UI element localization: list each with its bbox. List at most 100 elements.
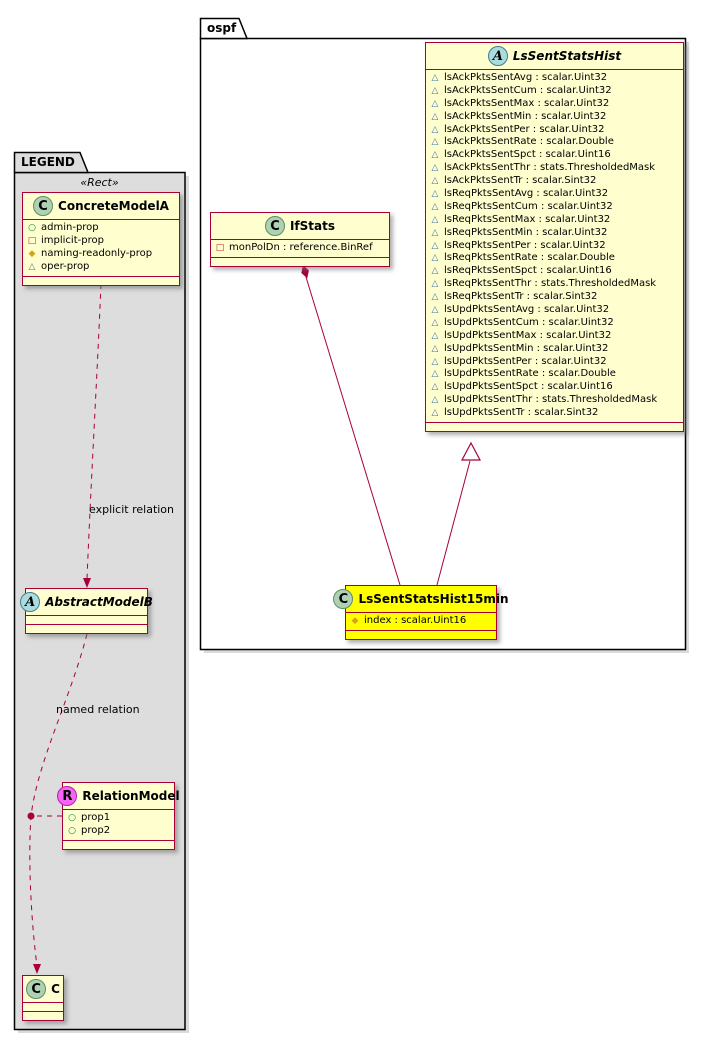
attribute-row: △ lsAckPktsSentThr : stats.ThresholdedMa… [430, 162, 679, 175]
methods-section [426, 422, 683, 431]
triangle-visibility-icon: △ [431, 227, 439, 238]
attribute-row: △ oper-prop [27, 261, 175, 274]
triangle-visibility-icon: △ [431, 305, 439, 316]
attribute-row: △ lsReqPktsSentAvg : scalar.Uint32 [430, 188, 679, 201]
attribute-row: △ lsUpdPktsSentAvg : scalar.Uint32 [430, 304, 679, 317]
diamond-visibility-icon: ◆ [28, 248, 36, 259]
class-c: C C [22, 975, 64, 1021]
attribute-text: lsUpdPktsSentAvg : scalar.Uint32 [444, 304, 610, 316]
attributes-section: △ lsAckPktsSentAvg : scalar.Uint32 △ lsA… [426, 69, 683, 422]
triangle-visibility-icon: △ [431, 163, 439, 174]
edge-composition [305, 276, 401, 586]
class-badge-icon: C [264, 216, 285, 236]
square-visibility-icon: □ [27, 235, 37, 246]
attribute-row: △ lsUpdPktsSentSpct : scalar.Uint16 [430, 381, 679, 394]
class-header: C LsSentStatsHist15min [333, 586, 509, 612]
attribute-text: lsReqPktsSentMax : scalar.Uint32 [444, 213, 611, 225]
attribute-text: lsAckPktsSentMax : scalar.Uint32 [444, 97, 610, 109]
attribute-text: lsUpdPktsSentPer : scalar.Uint32 [444, 355, 607, 367]
triangle-visibility-icon: △ [431, 137, 439, 148]
methods-section [211, 256, 389, 266]
class-name: AbstractModelB [45, 595, 153, 609]
triangle-visibility-icon: △ [431, 253, 439, 264]
triangle-visibility-icon: △ [431, 317, 439, 328]
attribute-text: lsUpdPktsSentThr : stats.ThresholdedMask [444, 394, 658, 406]
attribute-row: □ monPolDn : reference.BinRef [215, 242, 385, 255]
attributes-section [23, 1002, 63, 1011]
triangle-visibility-icon: △ [431, 292, 439, 303]
attribute-text: lsReqPktsSentPer : scalar.Uint32 [444, 239, 606, 251]
class-header: C C [23, 976, 63, 1002]
class-name: ConcreteModelA [58, 199, 169, 213]
class-relationmodel: R RelationModel ○ prop1 ○ prop2 [57, 782, 180, 850]
class-name: IfStats [289, 219, 336, 233]
attribute-row: △ lsUpdPktsSentCum : scalar.Uint32 [430, 317, 679, 330]
attribute-row: △ lsAckPktsSentPer : scalar.Uint32 [430, 124, 679, 137]
class-ifstats: C IfStats □ monPolDn : reference.BinRef [210, 212, 390, 267]
triangle-visibility-icon: △ [431, 98, 439, 109]
attribute-row: △ lsReqPktsSentSpct : scalar.Uint16 [430, 265, 679, 278]
edge-inheritance [436, 460, 471, 586]
explicit-relation-label: explicit relation [89, 503, 175, 516]
attribute-row: △ lsUpdPktsSentMax : scalar.Uint32 [430, 330, 679, 343]
triangle-visibility-icon: △ [431, 214, 439, 225]
class-header: C IfStats [211, 213, 389, 239]
attribute-row: △ lsAckPktsSentTr : scalar.Sint32 [430, 175, 679, 188]
triangle-visibility-icon: △ [431, 356, 439, 367]
attributes-section: ◆ index : scalar.Uint16 [346, 612, 496, 630]
circle-visibility-icon: ○ [68, 825, 76, 836]
attribute-text: lsUpdPktsSentRate : scalar.Double [444, 368, 616, 380]
attribute-row: △ lsUpdPktsSentThr : stats.ThresholdedMa… [430, 394, 679, 407]
attribute-row: ○ prop1 [67, 812, 170, 825]
attribute-text: lsUpdPktsSentMax : scalar.Uint32 [444, 329, 612, 341]
attribute-row: △ lsReqPktsSentRate : scalar.Double [430, 252, 679, 265]
triangle-visibility-icon: △ [431, 240, 439, 251]
triangle-visibility-icon: △ [431, 73, 439, 83]
attribute-row: △ lsAckPktsSentCum : scalar.Uint32 [430, 85, 679, 98]
class-name: RelationModel [82, 789, 180, 803]
attribute-row: △ lsAckPktsSentRate : scalar.Double [430, 136, 679, 149]
class-name: LsSentStatsHist [512, 49, 622, 63]
attribute-text: lsAckPktsSentThr : stats.ThresholdedMask [444, 162, 656, 174]
class-header: A LsSentStatsHist [426, 43, 683, 69]
attribute-text: lsReqPktsSentTr : scalar.Sint32 [444, 291, 598, 303]
composition-diamond [301, 265, 309, 279]
attribute-row: ○ prop2 [67, 825, 170, 838]
methods-section [26, 624, 147, 633]
attribute-row: △ lsReqPktsSentPer : scalar.Uint32 [430, 240, 679, 253]
diamond-visibility-icon: ◆ [351, 616, 359, 626]
attributes-section [26, 615, 147, 624]
attribute-row: △ lsUpdPktsSentPer : scalar.Uint32 [430, 356, 679, 369]
attribute-row: △ lsReqPktsSentCum : scalar.Uint32 [430, 201, 679, 214]
triangle-visibility-icon: △ [431, 369, 439, 380]
relation-badge-icon: R [57, 786, 78, 806]
attribute-row: △ lsReqPktsSentThr : stats.ThresholdedMa… [430, 278, 679, 291]
class-header: C ConcreteModelA [23, 193, 179, 219]
triangle-visibility-icon: △ [431, 279, 439, 290]
triangle-visibility-icon: △ [431, 395, 439, 406]
attribute-row: △ lsUpdPktsSentMin : scalar.Uint32 [430, 343, 679, 356]
methods-section [346, 629, 496, 639]
attribute-row: ○ admin-prop [27, 222, 175, 235]
class-badge-icon: C [333, 589, 354, 609]
class-lssentstatshist: A LsSentStatsHist △ lsAckPktsSentAvg : s… [425, 42, 684, 433]
attribute-text: lsAckPktsSentRate : scalar.Double [444, 136, 614, 148]
attributes-section: □ monPolDn : reference.BinRef [211, 239, 389, 257]
triangle-visibility-icon: △ [431, 201, 439, 212]
attribute-text: lsAckPktsSentMin : scalar.Uint32 [444, 110, 607, 122]
attribute-text: prop2 [81, 824, 111, 836]
attribute-row: □ implicit-prop [27, 235, 175, 248]
triangle-visibility-icon: △ [431, 382, 439, 393]
class-lssentstatshist15min: C LsSentStatsHist15min ◆ index : scalar.… [333, 585, 509, 640]
attribute-row: ◆ naming-readonly-prop [27, 248, 175, 261]
attribute-text: oper-prop [41, 260, 90, 272]
triangle-visibility-icon: △ [431, 189, 439, 200]
class-name: LsSentStatsHist15min [358, 592, 509, 606]
circle-visibility-icon: ○ [68, 813, 76, 823]
attributes-section: ○ prop1 ○ prop2 [63, 809, 174, 840]
attribute-text: lsReqPktsSentMin : scalar.Uint32 [444, 226, 608, 238]
triangle-visibility-icon: △ [431, 124, 439, 135]
rect-stereotype-label: «Rect» [80, 176, 119, 189]
attribute-text: implicit-prop [41, 234, 104, 246]
triangle-visibility-icon: △ [431, 150, 439, 161]
